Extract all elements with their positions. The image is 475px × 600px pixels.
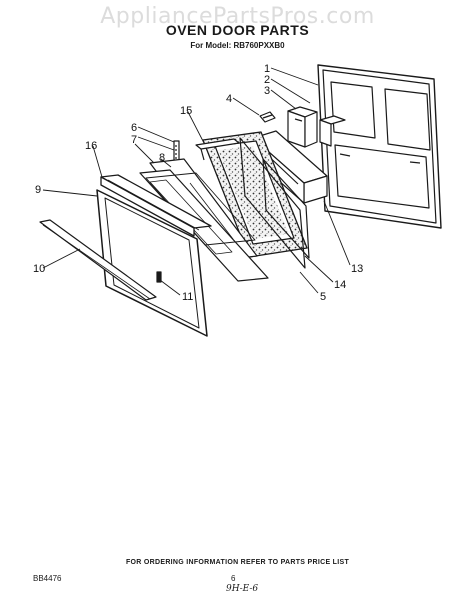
watermark: AppliancePartsPros.com [100, 4, 375, 29]
page-title: OVEN DOOR PARTS [165, 22, 310, 38]
top-door-channel [100, 174, 212, 237]
door-clip [259, 111, 276, 123]
callout-14: 14 [334, 279, 346, 291]
callout-9: 9 [35, 184, 41, 196]
callout-labels: 1 2 3 4 5 6 7 8 9 10 11 13 14 15 16 [33, 63, 363, 303]
handwritten-note: 9H-E-6 [226, 584, 259, 594]
callout-4: 4 [226, 93, 232, 105]
callout-13: 13 [351, 263, 363, 275]
hinge-bracket-right [319, 115, 346, 147]
outer-door-panel [317, 64, 442, 229]
model-subtitle: For Model: RB760PXXB0 [190, 41, 285, 50]
leader-lines [42, 67, 351, 296]
callout-10: 10 [33, 263, 45, 275]
callout-15: 15 [180, 105, 192, 117]
outer-door-frame [96, 189, 208, 337]
callout-5: 5 [320, 291, 326, 303]
callout-2: 2 [264, 74, 270, 86]
retainer-clip [156, 271, 162, 283]
inner-glass-frame [239, 137, 310, 269]
top-trim-strip [195, 138, 240, 161]
callout-1: 1 [264, 63, 270, 75]
callout-7: 7 [131, 134, 137, 146]
callout-6: 6 [131, 122, 137, 134]
callout-8: 8 [159, 152, 165, 164]
bottom-trim-rod [39, 219, 157, 301]
callout-3: 3 [264, 85, 270, 97]
page-number: 6 [231, 574, 236, 583]
hinge-bracket [287, 106, 318, 148]
callout-16: 16 [85, 140, 97, 152]
ordering-info-note: FOR ORDERING INFORMATION REFER TO PARTS … [125, 559, 350, 566]
document-code: BB4476 [33, 574, 62, 583]
callout-11: 11 [182, 291, 193, 303]
